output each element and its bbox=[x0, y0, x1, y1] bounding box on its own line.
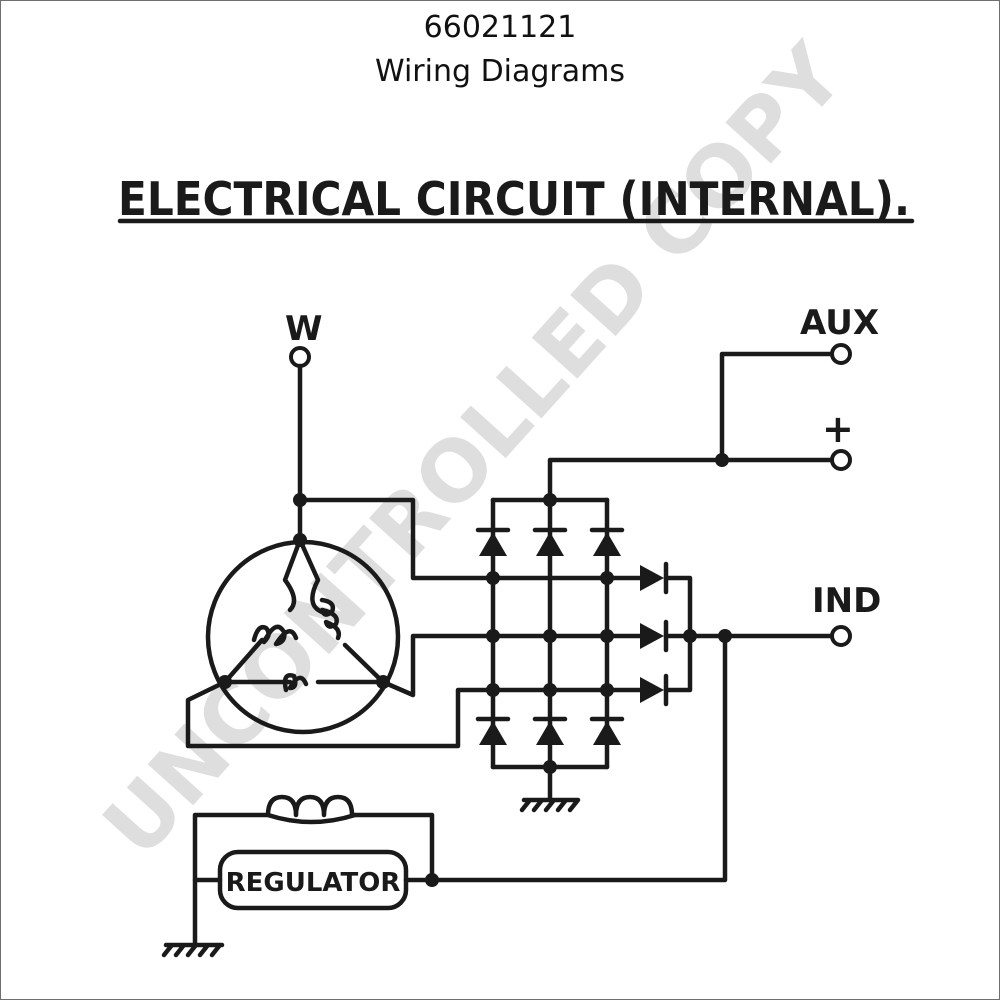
positive-output-wire bbox=[547, 457, 835, 503]
field-coil bbox=[265, 794, 358, 825]
aux-wire bbox=[719, 351, 835, 463]
stator-to-bridge-wire-top bbox=[297, 497, 643, 581]
field-coil-wire bbox=[192, 812, 435, 883]
aux-terminal[interactable] bbox=[830, 343, 852, 365]
junction-field-collector bbox=[683, 629, 697, 643]
junction-aux bbox=[715, 453, 729, 467]
diode-negative-2 bbox=[536, 721, 564, 745]
bridge-ground-symbol bbox=[519, 797, 581, 813]
part-number: 66021121 bbox=[423, 10, 577, 45]
regulator-ground-wire bbox=[192, 877, 223, 948]
junction-phase-3c bbox=[600, 683, 614, 697]
junction-phase-2a bbox=[486, 629, 500, 643]
diode-negative-3 bbox=[593, 721, 621, 745]
ind-terminal[interactable] bbox=[830, 625, 852, 647]
junction-phase-1a bbox=[486, 571, 500, 585]
field-diode-3 bbox=[640, 677, 664, 703]
aux-terminal-label: AUX bbox=[800, 303, 879, 343]
diode-positive-2 bbox=[536, 532, 564, 556]
junction-regulator bbox=[425, 873, 439, 887]
diagram-title: ELECTRICAL CIRCUIT (INTERNAL). bbox=[118, 172, 910, 226]
page-subtitle: Wiring Diagrams bbox=[374, 54, 626, 89]
junction-phase-2c bbox=[600, 629, 614, 643]
plus-terminal[interactable] bbox=[830, 449, 852, 471]
junction-phase-3b bbox=[543, 683, 557, 697]
stator-winding-star bbox=[222, 537, 386, 685]
ind-terminal-label: IND bbox=[812, 581, 881, 621]
junction-phase-2b bbox=[543, 629, 557, 643]
diode-positive-3 bbox=[593, 532, 621, 556]
stator-to-bridge-wire-mid bbox=[380, 633, 643, 698]
winding-coil-left bbox=[251, 624, 299, 647]
field-diode-2 bbox=[640, 623, 664, 649]
regulator-label: REGULATOR bbox=[226, 868, 401, 898]
w-terminal-label: W bbox=[285, 309, 323, 349]
winding-coil-right bbox=[319, 597, 341, 641]
junction-w bbox=[293, 493, 307, 507]
regulator-ground-symbol bbox=[161, 942, 225, 958]
junction-negative-rail bbox=[543, 760, 557, 774]
field-diode-1 bbox=[640, 565, 664, 591]
junction-phase-3a bbox=[486, 683, 500, 697]
diode-negative-1 bbox=[479, 721, 507, 745]
winding-coil-bottom bbox=[282, 673, 309, 693]
diode-positive-1 bbox=[477, 530, 509, 556]
plus-terminal-label: + bbox=[822, 407, 854, 451]
w-terminal[interactable] bbox=[289, 346, 311, 368]
junction-phase-1b bbox=[600, 571, 614, 585]
regulator-to-ind-wire bbox=[403, 633, 728, 883]
